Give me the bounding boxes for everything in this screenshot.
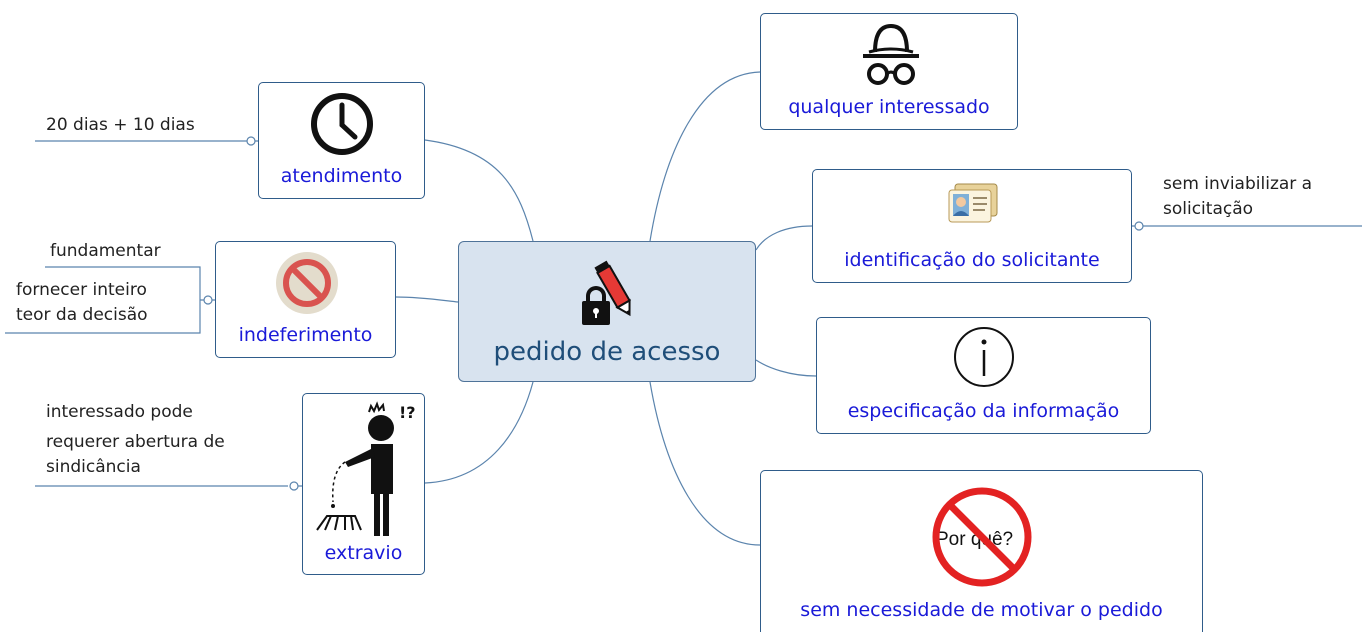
connector-identificacao	[755, 225, 813, 251]
info-icon	[954, 327, 1014, 387]
note-identificacao-2: solicitação	[1163, 199, 1254, 219]
topic-sem-necessidade-de-motivar[interactable]: Por quê? sem necessidade de motivar o pe…	[760, 470, 1203, 632]
no-why-icon: Por quê?	[932, 487, 1032, 587]
topic-atendimento[interactable]: atendimento	[258, 82, 425, 199]
collapse-handle-extravio	[289, 481, 299, 491]
note-atendimento-1: 20 dias + 10 dias	[46, 115, 195, 135]
topic-extravio[interactable]: !? extravio	[302, 393, 425, 575]
topic-indeferimento-label: indeferimento	[238, 324, 373, 346]
topic-identificacao-do-solicitante[interactable]: identificação do solicitante	[812, 169, 1132, 283]
note-identificacao-1: sem inviabilizar a	[1163, 174, 1313, 194]
id-card-icon	[948, 183, 998, 223]
svg-text:!?: !?	[399, 403, 416, 422]
topic-qualquer-interessado[interactable]: qualquer interessado	[760, 13, 1018, 130]
collapse-handle-indeferimento	[203, 295, 213, 305]
topic-especificacao-label: especificação da informação	[847, 400, 1120, 422]
note-indeferimento-3: teor da decisão	[16, 305, 148, 325]
connector-motivo	[649, 381, 761, 546]
collapse-handle-identificacao	[1134, 221, 1144, 231]
prohibited-icon	[276, 252, 338, 314]
connector-indeferimento	[395, 296, 459, 303]
connector-atendimento	[424, 139, 534, 242]
connector-interessado	[649, 71, 761, 242]
lock-pencil-icon	[582, 260, 631, 325]
note-extravio-1: interessado pode	[46, 402, 193, 422]
note-indeferimento-2: fornecer inteiro	[16, 280, 147, 300]
connector-especificacao	[755, 359, 817, 377]
topic-atendimento-label: atendimento	[280, 165, 403, 187]
note-extravio-3: sindicância	[46, 457, 141, 477]
connector-extravio	[424, 381, 534, 484]
topic-indeferimento[interactable]: indeferimento	[215, 241, 396, 358]
person-dropping-item-icon: !?	[316, 401, 416, 536]
topic-especificacao-da-informacao[interactable]: especificação da informação	[816, 317, 1151, 434]
topic-extravio-label: extravio	[324, 542, 403, 564]
note-extravio-2: requerer abertura de	[46, 432, 225, 452]
collapse-handle-atendimento	[246, 136, 256, 146]
topic-qualquer-interessado-label: qualquer interessado	[788, 96, 990, 118]
central-topic-label: pedido de acesso	[493, 337, 721, 367]
incognito-spy-icon	[863, 23, 919, 85]
topic-identificacao-label: identificação do solicitante	[844, 249, 1100, 271]
central-topic[interactable]: pedido de acesso	[458, 241, 756, 382]
clock-icon	[311, 93, 373, 155]
note-indeferimento-1: fundamentar	[50, 241, 161, 261]
topic-sem-necessidade-label: sem necessidade de motivar o pedido	[800, 599, 1163, 621]
